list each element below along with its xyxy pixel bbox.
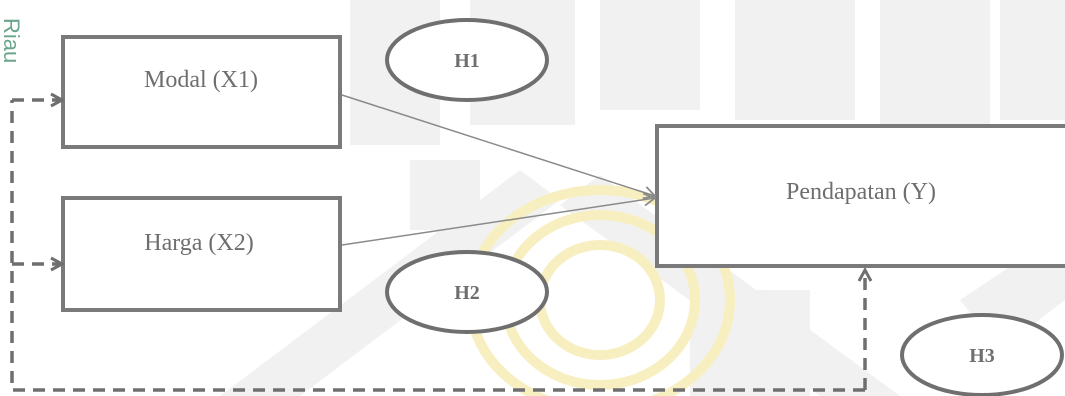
arrow-x2-to-y: [341, 192, 657, 246]
hypothesis-label-h2: H2: [454, 282, 480, 304]
dashed-path-simultaneous: [10, 100, 865, 392]
hypothesis-ellipse-h3: [900, 313, 1064, 396]
hypothesis-ellipse-h1: [385, 18, 549, 102]
variable-label-x1: Modal (X1): [144, 67, 258, 93]
variable-label-x2: Harga (X2): [144, 230, 254, 256]
variable-label-y: Pendapatan (Y): [786, 179, 936, 205]
hypothesis-ellipse-h2: [385, 250, 549, 334]
arrow-x1-to-y: [341, 94, 657, 200]
variable-box-y: [655, 124, 1065, 268]
side-label-riau: Riau: [0, 18, 24, 63]
variable-box-x2: [61, 196, 342, 312]
hypothesis-label-h1: H1: [454, 50, 480, 72]
hypothesis-label-h3: H3: [969, 345, 995, 367]
variable-box-x1: [61, 35, 342, 149]
